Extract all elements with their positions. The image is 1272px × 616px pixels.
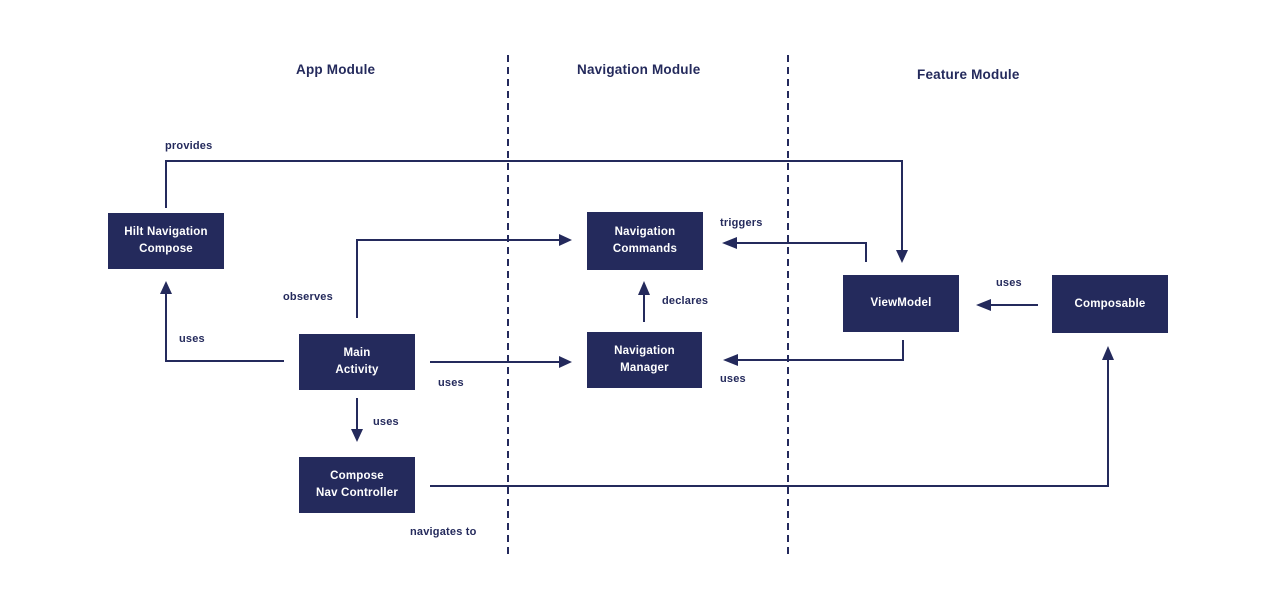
uses-compose-nav-arrowhead-icon	[351, 429, 363, 442]
node-hilt-navigation-compose: Hilt Navigation Compose	[108, 213, 224, 269]
node-composable: Composable	[1052, 275, 1168, 333]
node-label: Navigation	[614, 226, 676, 239]
edge-label-navigates-to: navigates to	[410, 526, 477, 538]
node-label: Manager	[620, 362, 669, 374]
uses-hilt-arrowhead-icon	[160, 281, 172, 294]
node-label: Compose	[139, 243, 193, 255]
uses-nav-manager-arrowhead-icon	[559, 356, 572, 368]
node-label: Navigation	[614, 345, 675, 358]
triggers-arrowhead-icon	[722, 237, 737, 249]
module-title-navigation: Navigation Module	[577, 62, 701, 77]
node-navigation-manager: Navigation Manager	[587, 332, 702, 388]
uses-viewmodel-arrow-line	[738, 340, 904, 361]
node-label: Compose	[330, 470, 384, 483]
edge-label-uses-composable: uses	[996, 277, 1022, 289]
provides-arrow-line	[165, 160, 903, 250]
node-label: Nav Controller	[315, 487, 399, 499]
module-title-feature: Feature Module	[917, 67, 1020, 82]
node-label: Commands	[612, 243, 678, 255]
observes-arrow-line	[356, 239, 559, 318]
navigates-to-arrowhead-icon	[1102, 346, 1114, 360]
node-main-activity: Main Activity	[299, 334, 415, 390]
module-title-app: App Module	[296, 62, 376, 77]
node-label: Main	[343, 347, 371, 360]
provides-arrowhead-icon	[896, 250, 908, 263]
uses-viewmodel-arrowhead-icon	[723, 354, 738, 366]
edge-label-triggers: triggers	[720, 217, 763, 229]
node-navigation-commands: Navigation Commands	[587, 212, 703, 270]
node-label: ViewModel	[870, 297, 932, 310]
edge-label-provides: provides	[165, 140, 213, 152]
node-label: Composable	[1074, 297, 1146, 310]
uses-composable-arrowhead-icon	[976, 299, 991, 311]
uses-hilt-arrow-line	[165, 294, 284, 362]
edge-label-uses-nav-manager: uses	[438, 377, 464, 389]
edge-label-uses-compose-nav: uses	[373, 416, 399, 428]
declares-arrowhead-icon	[638, 281, 650, 295]
edge-label-observes: observes	[283, 291, 333, 303]
node-label: Activity	[335, 364, 379, 376]
edge-label-uses-hilt: uses	[179, 333, 205, 345]
edge-label-uses-viewmodel: uses	[720, 373, 746, 385]
node-label: Hilt Navigation	[124, 226, 208, 239]
node-view-model: ViewModel	[843, 275, 959, 332]
triggers-arrow-line	[737, 242, 867, 262]
observes-arrowhead-icon	[559, 234, 572, 246]
navigates-to-arrow-line	[430, 360, 1109, 487]
node-compose-nav-controller: Compose Nav Controller	[299, 457, 415, 513]
edge-label-declares: declares	[662, 295, 709, 307]
